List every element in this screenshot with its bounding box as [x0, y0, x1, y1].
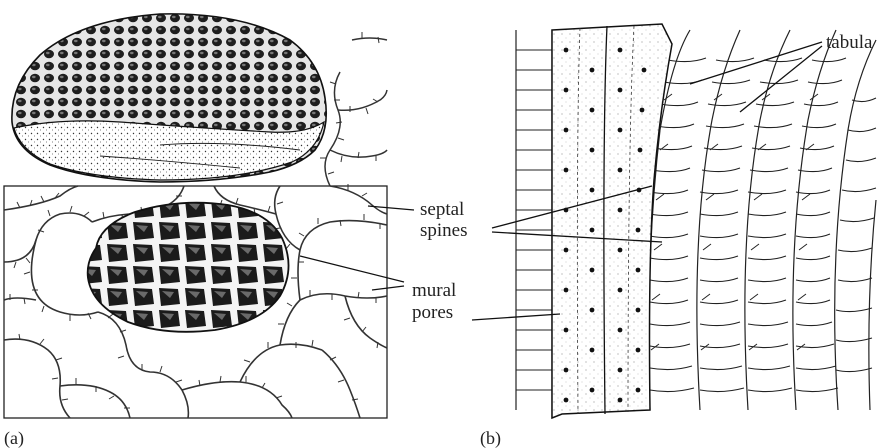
corallite-column — [552, 24, 672, 418]
label-septal-line2: spines — [420, 220, 468, 241]
leader-tabula-2 — [740, 46, 822, 112]
coral-colony-dome — [12, 14, 326, 182]
label-tabula: tabula — [826, 32, 873, 53]
panel-b: (b) — [480, 24, 876, 448]
label-mural-line2: pores — [412, 302, 453, 323]
panel-a: (a) — [4, 14, 387, 448]
upper-network-spines — [320, 32, 379, 196]
leader-tabula-1 — [690, 42, 822, 84]
panel-a-label: (a) — [4, 428, 24, 448]
label-septal-line1: septal — [420, 199, 464, 220]
label-mural-line1: mural — [412, 280, 456, 301]
panel-b-label: (b) — [480, 428, 501, 448]
cerioid-section — [88, 203, 289, 332]
